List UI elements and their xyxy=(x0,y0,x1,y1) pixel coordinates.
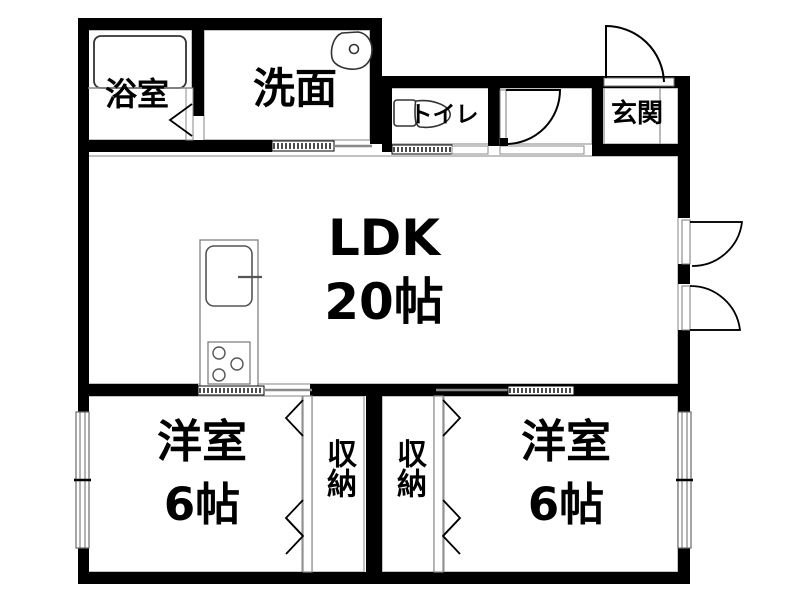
wall-entrance-right xyxy=(678,76,690,154)
ldk-area-label: 20帖 xyxy=(324,273,444,331)
wall-left-bath xyxy=(78,18,89,152)
toilet-sliding-door[interactable] xyxy=(391,144,489,155)
wall-bedleft-left-top xyxy=(78,384,89,412)
washroom-label: 洗面 xyxy=(252,64,337,113)
ldk-balcony-door-lower[interactable] xyxy=(681,285,742,331)
kitchen-counter xyxy=(199,239,262,389)
bedroom-right-label: 洋室 xyxy=(520,415,611,468)
walls xyxy=(78,18,382,152)
closet-left-folding-door[interactable] xyxy=(284,395,313,573)
bedroom-right-area-label: 6帖 xyxy=(527,478,605,531)
wall-bedleft-left-bottom xyxy=(78,548,89,584)
wall-toilet-right xyxy=(488,88,500,146)
washroom-sliding-door[interactable] xyxy=(271,140,372,152)
wall-bath-bottom xyxy=(78,140,196,152)
wall-bedright-right-bottom xyxy=(678,548,690,584)
washbasin-fixture xyxy=(330,31,373,70)
wall-ldk-right-bottom xyxy=(678,330,690,396)
toilet-fixture xyxy=(393,99,451,129)
wall-toilet-left xyxy=(382,76,392,152)
hall-hinged-door[interactable] xyxy=(499,89,585,155)
bathroom-label: 浴室 xyxy=(104,75,169,113)
bedroom-left-area-label: 6帖 xyxy=(163,478,241,531)
wall-bedright-right-top xyxy=(678,384,690,412)
bedroom-right-sliding-door[interactable] xyxy=(436,385,575,396)
walls-lower xyxy=(78,384,690,396)
closet-right-label: 収納 xyxy=(391,438,426,498)
bedroom-left-sliding-door[interactable] xyxy=(197,385,312,396)
wall-bottom-exterior xyxy=(78,572,690,584)
wall-ldk-bottom-mid xyxy=(310,384,430,396)
entrance-door[interactable] xyxy=(603,24,675,87)
closet-right-folding-door[interactable] xyxy=(433,395,462,573)
wall-ldk-left xyxy=(78,140,89,396)
wall-ldk-bottom-right xyxy=(574,384,690,396)
bedroom-right-window[interactable] xyxy=(676,411,693,549)
wall-ldk-bottom-left xyxy=(78,384,198,396)
wall-closet-divider xyxy=(366,396,382,572)
wall-washroom-bottom-left xyxy=(196,140,272,152)
ldk-label: LDK xyxy=(327,209,441,267)
wall-top-wetblock xyxy=(78,18,382,30)
ldk-balcony-door-upper[interactable] xyxy=(681,219,744,267)
bedroom-left-label: 洋室 xyxy=(156,415,247,468)
bedroom-left-window[interactable] xyxy=(74,411,91,549)
toilet-label: トイレ xyxy=(409,102,479,128)
wall-ldk-right-mid xyxy=(678,264,690,284)
kitchen-stove-fixture xyxy=(207,341,251,385)
wall-bath-washroom-divider xyxy=(192,30,204,116)
wall-hall-entrance-divider xyxy=(592,88,603,146)
wall-washroom-right xyxy=(370,18,382,144)
wall-entrance-bottom xyxy=(592,144,690,156)
entrance-label: 玄関 xyxy=(610,99,663,129)
closet-left-label: 収納 xyxy=(321,438,356,498)
wall-ldk-right-top xyxy=(678,144,690,218)
